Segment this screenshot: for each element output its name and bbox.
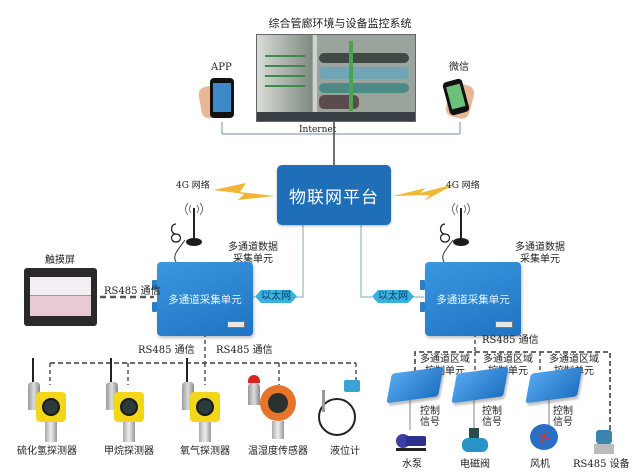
control-unit-caption-1: 多通道区域 控制单元 <box>416 354 474 378</box>
right-unit-caption-line1: 多通道数据 <box>515 242 565 253</box>
control-unit-3-line1: 多通道区域 <box>549 354 599 365</box>
right-lightning-icon <box>393 184 455 201</box>
right-unit-caption-line2: 采集单元 <box>520 254 560 265</box>
signal-3-line1: 控制 <box>553 406 573 417</box>
right-4g-label: 4G 网络 <box>446 181 480 191</box>
touchscreen-label: 触摸屏 <box>45 255 75 266</box>
platform-to-right-ethernet <box>360 225 372 298</box>
signal-1-line1: 控制 <box>420 406 440 417</box>
signal-2-line2: 信号 <box>482 417 502 428</box>
signal-2-line1: 控制 <box>482 406 502 417</box>
sensor-label-h2s: 硫化氢探测器 <box>17 446 77 457</box>
left-bus-label-b: RS485 通信 <box>216 345 273 356</box>
right-antenna-cable <box>442 239 454 263</box>
sensor-label-temp-humidity: 温湿度传感器 <box>248 446 308 457</box>
left-4g-antenna-icon <box>170 202 203 246</box>
left-collector-label: 多通道采集单元 <box>168 293 242 306</box>
iot-platform-box: 物联网平台 <box>277 165 391 225</box>
system-title: 综合管廊环境与设备监控系统 <box>268 17 412 30</box>
touchscreen-device-icon <box>24 268 97 326</box>
signal-1-line2: 信号 <box>420 417 440 428</box>
left-unit-caption: 多通道数据 采集单元 <box>218 242 288 266</box>
left-4g-label: 4G 网络 <box>176 181 210 191</box>
control-signal-label-2: 控制 信号 <box>482 406 502 428</box>
iot-platform-label: 物联网平台 <box>289 187 379 208</box>
platform-to-left-ethernet <box>292 225 304 298</box>
right-control-bus <box>414 351 611 430</box>
internet-label: Internet <box>299 125 337 135</box>
right-bus-label: RS485 通信 <box>482 335 539 346</box>
left-antenna-cable <box>174 239 186 263</box>
sensor-label-level: 液位计 <box>330 446 360 457</box>
control-unit-2-line1: 多通道区域 <box>483 354 533 365</box>
left-ethernet-tag: 以太网 <box>255 290 297 303</box>
water-pump-icon <box>396 430 426 452</box>
solenoid-valve-icon <box>462 428 488 456</box>
device-label-valve: 电磁阀 <box>460 459 490 470</box>
control-unit-caption-2: 多通道区域 控制单元 <box>479 354 537 378</box>
right-ethernet-tag: 以太网 <box>372 290 414 303</box>
sensor-label-oxygen: 氧气探测器 <box>180 446 230 457</box>
device-label-pump: 水泵 <box>402 459 422 470</box>
right-unit-caption: 多通道数据 采集单元 <box>510 242 570 266</box>
device-label-rs485: RS485 设备 <box>573 459 630 470</box>
app-label: APP <box>211 62 232 73</box>
control-unit-2-line2: 控制单元 <box>488 366 528 377</box>
rs485-device-icon <box>592 430 616 456</box>
control-signal-label-3: 控制 信号 <box>553 406 573 428</box>
left-unit-caption-line2: 采集单元 <box>233 254 273 265</box>
right-collector-unit: 多通道采集单元 <box>420 262 521 336</box>
app-phone-icon <box>210 78 234 118</box>
signal-3-line2: 信号 <box>553 417 573 428</box>
left-unit-caption-line1: 多通道数据 <box>228 242 278 253</box>
left-lightning-icon <box>213 183 275 200</box>
fan-icon <box>530 424 558 452</box>
control-unit-1-line1: 多通道区域 <box>420 354 470 365</box>
touchscreen-rs485-label: RS485 通信 <box>104 286 161 297</box>
sensor-label-methane: 甲烷探测器 <box>104 446 154 457</box>
pipe-gallery-monitor-image <box>256 34 416 122</box>
control-signal-label-1: 控制 信号 <box>420 406 440 428</box>
device-label-fan: 风机 <box>530 459 550 470</box>
right-collector-label: 多通道采集单元 <box>436 293 510 306</box>
left-bus-label-a: RS485 通信 <box>138 345 195 356</box>
wechat-label: 微信 <box>449 62 469 73</box>
control-unit-1-line2: 控制单元 <box>425 366 465 377</box>
right-4g-antenna-icon <box>439 202 470 246</box>
left-collector-unit: 多通道采集单元 <box>152 262 253 336</box>
